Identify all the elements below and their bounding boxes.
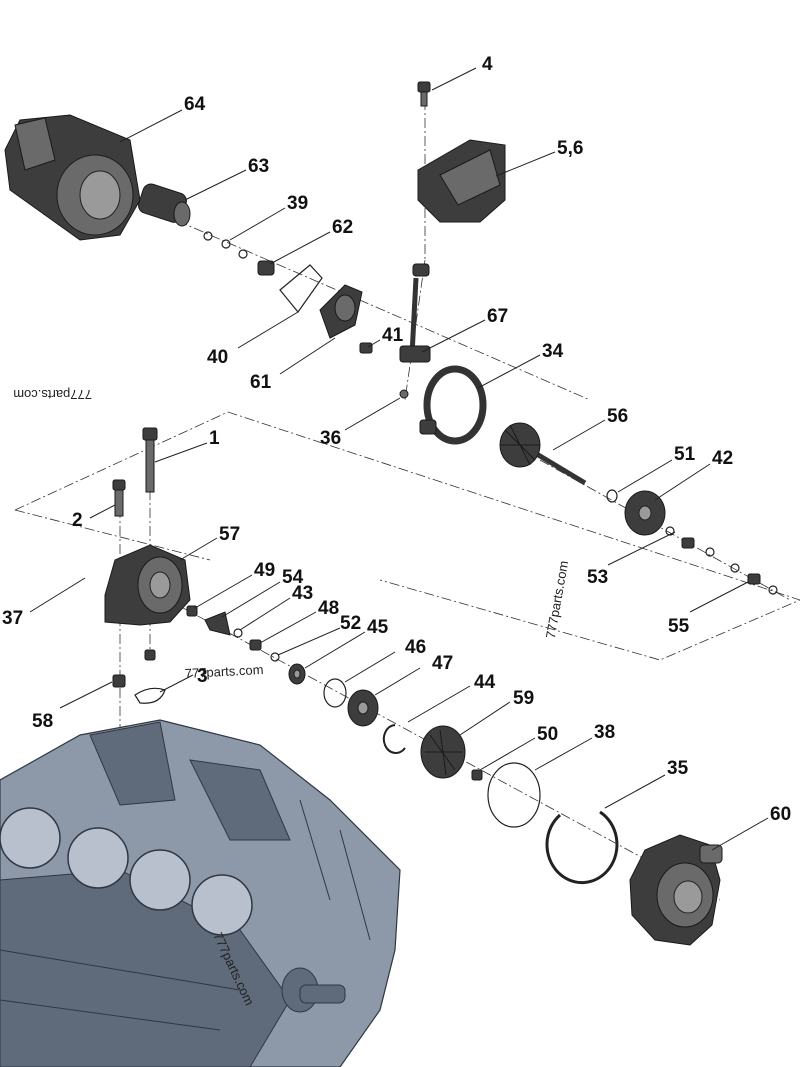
callout-39: 39 (287, 193, 308, 214)
callout-58: 58 (32, 711, 53, 732)
callout-54: 54 (282, 567, 304, 588)
callout-5-6: 5,6 (557, 138, 583, 159)
callout-43: 43 (292, 583, 313, 604)
callout-57: 57 (219, 524, 240, 545)
part-40-gasket (279, 264, 323, 313)
callout-56: 56 (607, 406, 628, 427)
callout-67: 67 (487, 306, 508, 327)
callout-4: 4 (482, 54, 493, 75)
callout-1: 1 (209, 428, 220, 449)
callout-62: 62 (332, 217, 353, 238)
part-43-ring (233, 628, 243, 638)
part-60-compressor-housing (629, 834, 723, 946)
callouts: 4 64 5,6 63 39 62 40 61 41 67 34 36 56 1… (2, 54, 791, 825)
part-50-nut (471, 769, 483, 781)
callout-50: 50 (537, 724, 558, 745)
watermark: 777parts.com (13, 387, 92, 402)
part-nut (144, 649, 156, 661)
part-64-turbine-housing (4, 114, 141, 241)
part-1-bolt (142, 427, 158, 493)
part-4-bolt (417, 81, 431, 107)
part-53-rings (665, 526, 740, 573)
part-5-6-actuator-housing (417, 139, 506, 223)
part-58-nut (112, 674, 126, 688)
part-46-ring (323, 678, 347, 708)
callout-41: 41 (382, 325, 404, 346)
part-52-ring (270, 652, 280, 662)
part-49-washer (186, 605, 198, 617)
part-35-retaining-ring (545, 810, 619, 884)
callout-36: 36 (320, 428, 341, 449)
part-57-bearing-housing (104, 544, 191, 626)
callout-59: 59 (513, 688, 534, 709)
callout-52: 52 (340, 613, 361, 634)
part-59-compressor-wheel (420, 725, 466, 779)
part-51-ring (606, 489, 618, 503)
part-45-washer (288, 663, 306, 685)
callout-60: 60 (770, 804, 791, 825)
part-38-o-ring (487, 762, 541, 828)
callout-49: 49 (254, 560, 275, 581)
callout-35: 35 (667, 758, 689, 779)
callout-63: 63 (248, 156, 269, 177)
callout-47: 47 (432, 653, 453, 674)
part-47-seal-plate (347, 689, 379, 727)
callout-3: 3 (197, 666, 208, 687)
callout-46: 46 (405, 637, 426, 658)
callout-34: 34 (542, 341, 564, 362)
leader-lines (29, 67, 769, 851)
part-63-actuator (138, 183, 191, 227)
part-36-pin (399, 389, 409, 399)
callout-61: 61 (250, 372, 272, 393)
part-61-flange (319, 284, 363, 339)
part-39-rings (203, 231, 248, 259)
callout-64: 64 (184, 94, 206, 115)
callout-2: 2 (72, 510, 83, 531)
callout-48: 48 (318, 598, 339, 619)
part-41-nut (359, 342, 373, 354)
part-62-bushing (257, 260, 275, 276)
part-48-bushing (249, 639, 262, 651)
callout-51: 51 (674, 444, 696, 465)
part-42-disc (624, 490, 666, 536)
engine-block (0, 719, 401, 1067)
callout-55: 55 (668, 616, 690, 637)
part-56-turbine-shaft (499, 422, 587, 486)
callout-37: 37 (2, 608, 23, 629)
callout-40: 40 (207, 347, 228, 368)
part-67-linkage (399, 263, 431, 363)
callout-38: 38 (594, 722, 615, 743)
watermark: 777parts.com (184, 662, 263, 681)
callout-44: 44 (474, 672, 496, 693)
callout-42: 42 (712, 448, 733, 469)
callout-53: 53 (587, 567, 608, 588)
callout-45: 45 (367, 617, 389, 638)
part-54-thrust-plate (204, 611, 231, 636)
part-44-snap-ring (382, 724, 406, 754)
part-3-seal (134, 687, 166, 704)
part-34-clamp (419, 365, 487, 445)
watermark: 777parts.com (543, 559, 571, 639)
part-55-nut (747, 573, 778, 595)
part-2-bolt (112, 479, 126, 517)
